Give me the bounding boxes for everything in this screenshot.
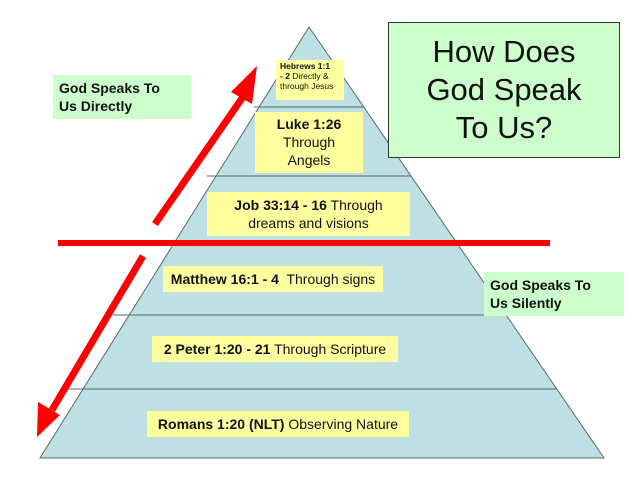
title-line-3: To Us? (455, 110, 553, 145)
title-line-1: How Does (432, 34, 576, 69)
red-divider-line (58, 240, 550, 246)
layer-text-cont: dreams and visions (248, 215, 369, 231)
layer-text: Through (282, 134, 336, 150)
side-line-1: God Speaks To (490, 277, 591, 293)
title-line-2: God Speak (426, 72, 582, 107)
layer-label-luke: Luke 1:26 Through Angels (255, 112, 363, 173)
layer-text: Through (326, 197, 383, 213)
layer-ref: 2 Peter 1:20 - 21 (163, 341, 271, 357)
layer-text-cont: through Jesus (280, 80, 334, 91)
layer-text: Observing Nature (284, 416, 399, 432)
layer-ref: Matthew 16:1 - 4 (170, 271, 279, 287)
layer-label-matthew: Matthew 16:1 - 4 Through signs (163, 266, 383, 292)
label-speaks-directly: God Speaks To Us Directly (53, 75, 191, 119)
layer-label-job: Job 33:14 - 16 Through dreams and vision… (207, 192, 410, 236)
layer-text: Through Scripture (270, 341, 387, 357)
layer-text: Directly & (289, 70, 329, 81)
side-line-2: Us Directly (59, 98, 133, 114)
layer-label-peter: 2 Peter 1:20 - 21 Through Scripture (152, 336, 398, 362)
side-line-2: Us Silently (490, 295, 562, 311)
layer-ref-cont: - 2 (280, 70, 290, 81)
arrow-down-left-icon (37, 254, 147, 437)
layer-ref: Luke 1:26 (276, 116, 342, 132)
layer-text: Through signs (278, 271, 376, 287)
layer-ref: Hebrews 1:1 (280, 61, 331, 71)
layer-ref: Romans 1:20 (NLT) (157, 416, 285, 432)
layer-label-hebrews: Hebrews 1:1 - 2 Directly & through Jesus (276, 60, 344, 100)
title-box: How Does God Speak To Us? (388, 22, 620, 158)
label-speaks-silently: God Speaks To Us Silently (484, 272, 624, 316)
layer-text-cont: Angels (287, 152, 331, 168)
arrow-up-right-icon (152, 66, 257, 226)
layer-ref: Job 33:14 - 16 (234, 197, 327, 213)
layer-label-romans: Romans 1:20 (NLT) Observing Nature (147, 411, 409, 437)
side-line-1: God Speaks To (59, 80, 160, 96)
